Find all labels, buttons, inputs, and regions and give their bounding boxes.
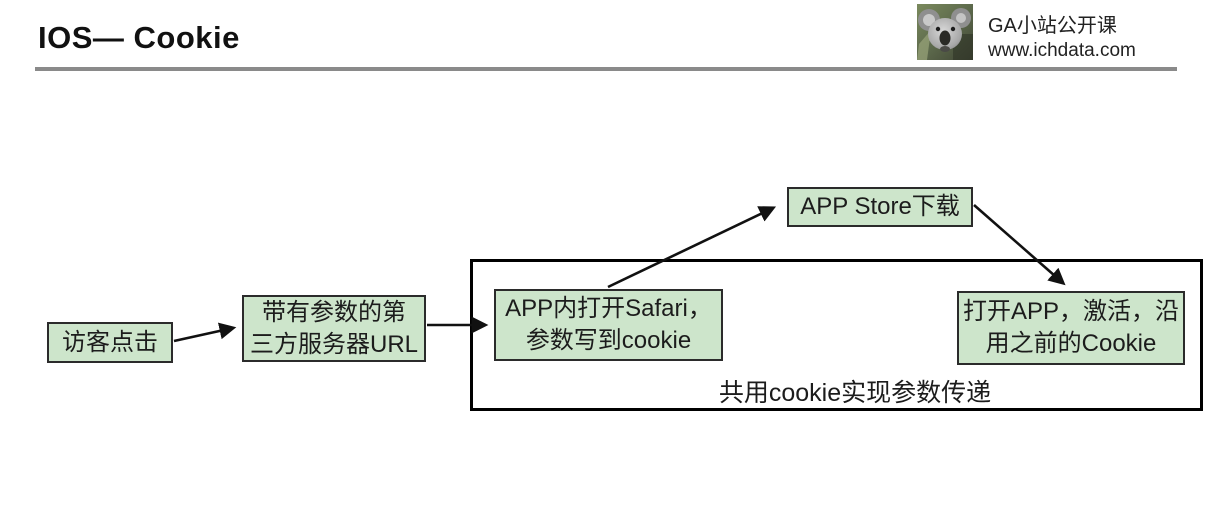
node-app-store-download: APP Store下载 — [787, 187, 973, 227]
koala-logo-icon — [917, 4, 973, 60]
node-safari-cookie: APP内打开Safari， 参数写到cookie — [494, 289, 723, 361]
node-open-app-cookie-line2: 用之前的Cookie — [985, 330, 1157, 357]
shared-cookie-caption: 共用cookie实现参数传递 — [718, 379, 992, 407]
node-visitor-click: 访客点击 — [47, 322, 173, 363]
node-safari-cookie-line2: 参数写到cookie — [525, 327, 692, 354]
shared-cookie-container — [470, 259, 1203, 411]
node-third-party-url: 带有参数的第 三方服务器URL — [242, 295, 426, 362]
brand-course-name: GA小站公开课 — [988, 15, 1117, 37]
node-safari-cookie-line1: APP内打开Safari， — [505, 295, 712, 322]
page-title: IOS— Cookie — [38, 20, 240, 55]
node-app-store-download-label: APP Store下载 — [800, 193, 960, 220]
node-third-party-url-line1: 带有参数的第 — [262, 298, 406, 326]
arrow-visitor-to-url — [173, 322, 237, 343]
header-divider — [35, 67, 1177, 71]
brand-text: GA小站公开课 www.ichdata.com — [988, 14, 1136, 63]
brand-website-url: www.ichdata.com — [988, 40, 1136, 61]
node-open-app-cookie: 打开APP，激活，沿 用之前的Cookie — [957, 291, 1185, 365]
node-third-party-url-line2: 三方服务器URL — [249, 330, 418, 358]
node-open-app-cookie-line1: 打开APP，激活，沿 — [962, 298, 1180, 325]
node-visitor-click-label: 访客点击 — [62, 328, 158, 356]
